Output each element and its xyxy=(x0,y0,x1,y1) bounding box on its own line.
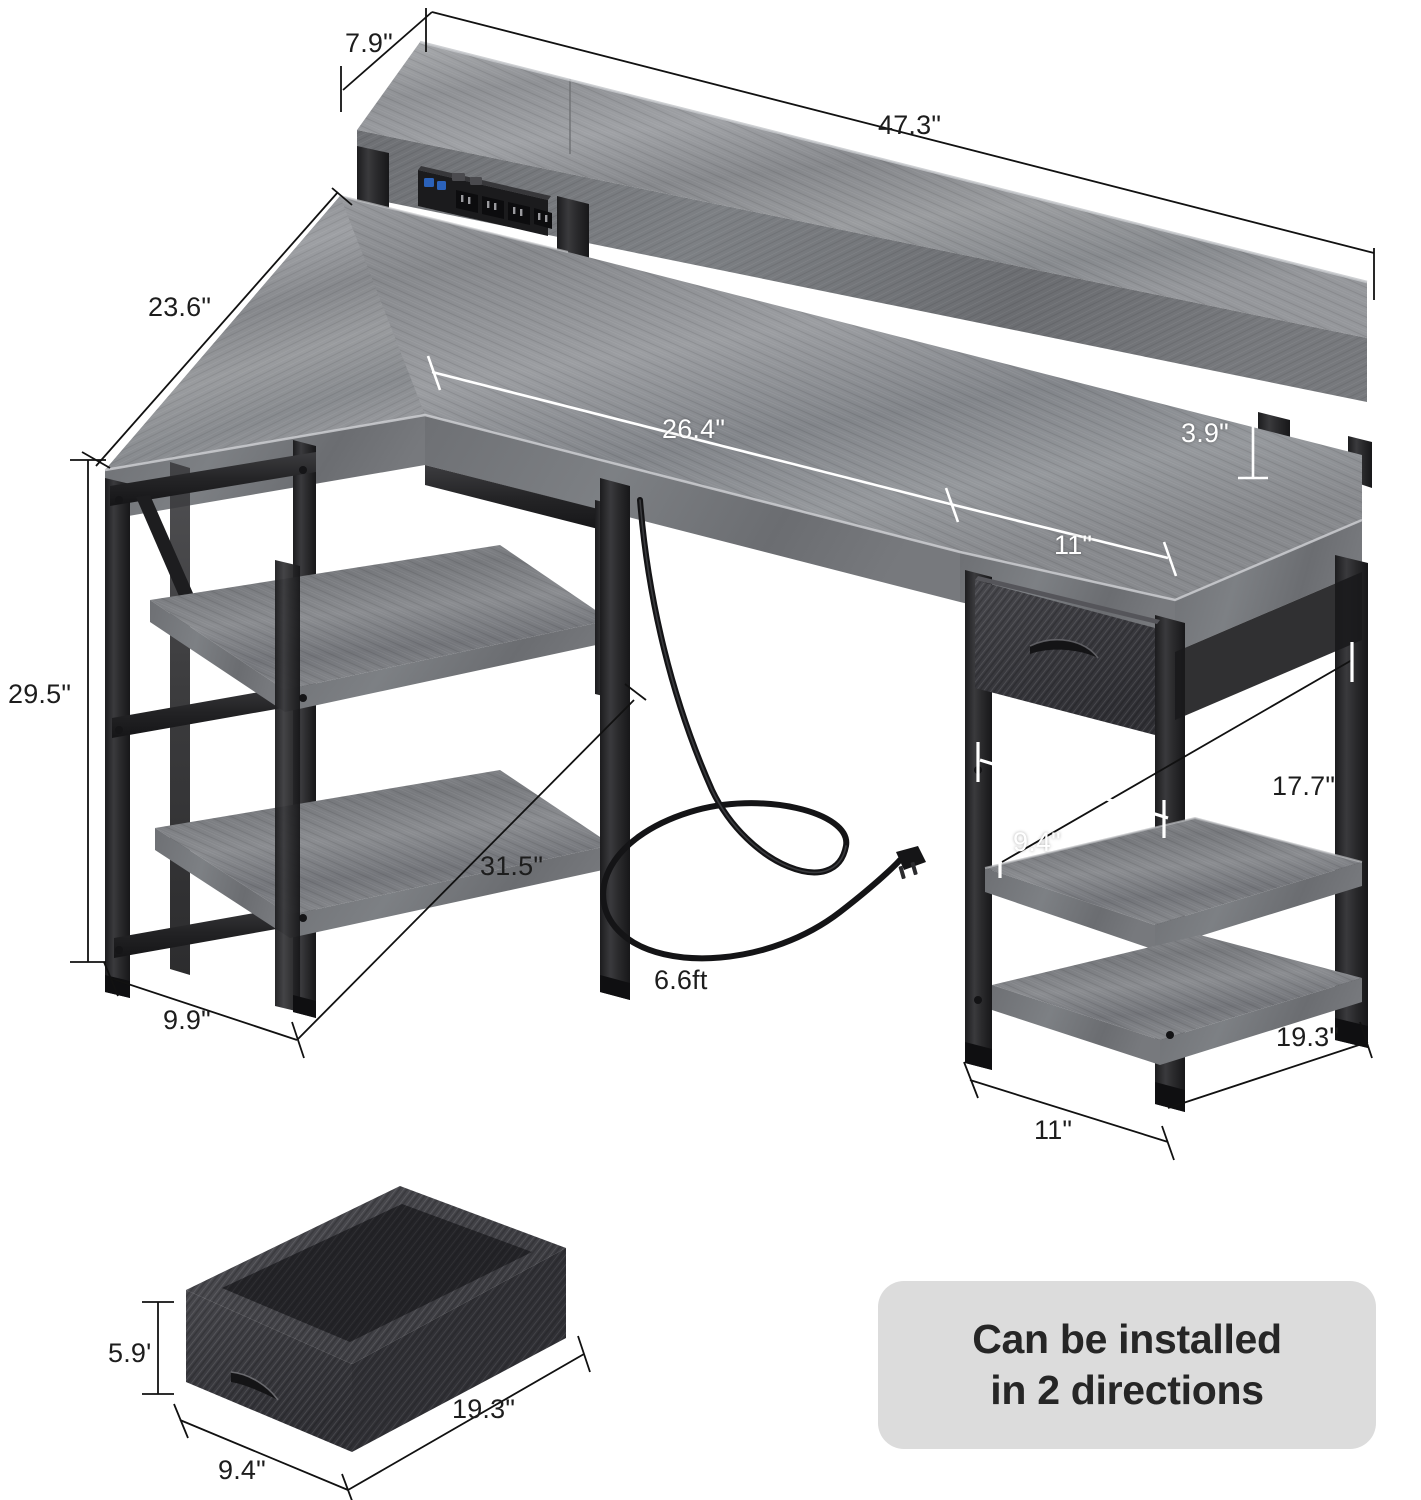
dim-right-base-width: 11" xyxy=(1034,1115,1073,1145)
plug-icon xyxy=(896,846,926,880)
dim-drawer-height: 5.9' xyxy=(108,1338,152,1368)
badge-text: Can be installed in 2 directions xyxy=(972,1314,1282,1417)
center-leg xyxy=(600,478,630,1000)
dim-right-shelf-depth: 19.3" xyxy=(1276,1022,1340,1052)
badge-line-2: in 2 directions xyxy=(990,1367,1264,1413)
drawer-dimension-lines xyxy=(142,1301,591,1500)
dim-desktop-front: 11" xyxy=(1054,530,1093,560)
fabric-drawer[interactable] xyxy=(975,576,1160,735)
monitor-shelf xyxy=(357,40,1368,402)
power-strip[interactable] xyxy=(418,166,552,236)
dimension-ticks-white xyxy=(976,642,1354,878)
dim-drawer-length: 19.3" xyxy=(452,1394,516,1424)
badge-line-1: Can be installed xyxy=(972,1315,1282,1362)
dim-right-diagonal: 17.7" xyxy=(1272,771,1336,801)
dim-return-depth: 23.6" xyxy=(148,292,212,322)
dim-shelf-clearance: 3.9" xyxy=(1181,418,1229,448)
right-storage-unit xyxy=(965,555,1368,1112)
dimension-lines-white xyxy=(426,355,1268,577)
dim-desktop-depth: 26.4" xyxy=(662,414,726,444)
dim-lower-shelf-width: 9.4" xyxy=(1013,827,1061,857)
drawer-detail xyxy=(186,1186,566,1452)
dimension-lines-black xyxy=(70,8,1375,1161)
dim-drawer-width: 9.4" xyxy=(218,1455,266,1485)
desktop-surface xyxy=(104,195,1363,652)
dim-return-shelf-depth: 9.9" xyxy=(163,1005,211,1035)
dim-cable-length: 6.6ft xyxy=(654,965,708,995)
left-return-storage xyxy=(105,440,620,1018)
dim-shelf-depth: 7.9" xyxy=(345,28,393,58)
dim-overall-height: 29.5" xyxy=(8,679,72,709)
dim-return-length: 31.5" xyxy=(480,851,544,881)
power-cord xyxy=(600,497,926,962)
installation-badge: Can be installed in 2 directions xyxy=(878,1281,1376,1449)
dim-overall-width: 47.3" xyxy=(878,110,942,140)
